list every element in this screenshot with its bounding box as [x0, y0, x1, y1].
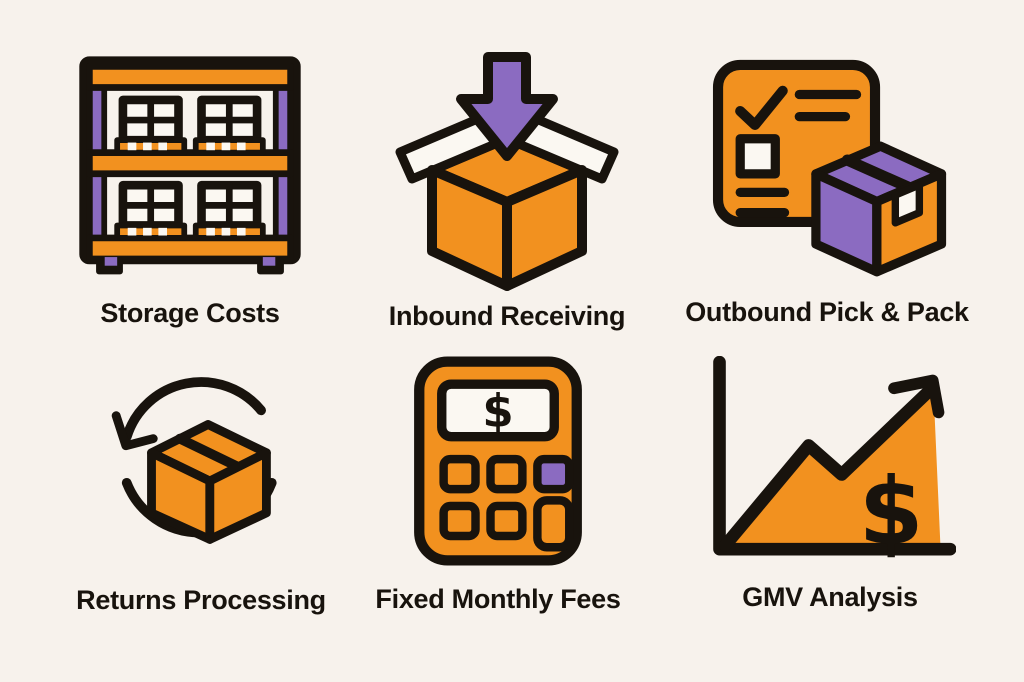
cycle-arrowhead-icon	[111, 411, 158, 451]
feature-label: Fixed Monthly Fees	[375, 584, 621, 614]
checklist-package-icon	[712, 59, 947, 277]
inbound-box-arrow-icon	[395, 52, 619, 291]
trend-line	[719, 385, 935, 552]
rack-beams	[86, 63, 294, 263]
returned-box	[147, 420, 271, 544]
parcel-box	[811, 141, 947, 277]
checkmark-icon	[735, 85, 788, 131]
box-face-right	[502, 165, 587, 291]
calculator-icon: $	[414, 356, 582, 566]
feature-label: GMV Analysis	[742, 582, 918, 612]
down-arrow-icon	[456, 52, 558, 161]
shelf-boxes-top	[114, 95, 266, 156]
chart-dollar-sign: $	[859, 457, 924, 562]
trend-arrowhead-icon	[888, 374, 945, 419]
calculator-buttons	[439, 454, 574, 552]
feature-item-gmv-analysis: $ GMV Analysis	[692, 356, 968, 613]
display-dollar-sign: $	[482, 384, 513, 437]
growth-chart-icon: $	[713, 356, 956, 562]
checkbox-icon	[735, 134, 780, 179]
shelf-boxes-bottom	[114, 180, 266, 241]
storage-rack-icon	[79, 56, 301, 275]
feature-item-inbound-receiving: Inbound Receiving	[378, 46, 636, 332]
feature-item-outbound-pick-pack: Outbound Pick & Pack	[670, 52, 984, 328]
cycle-arc-top	[121, 377, 266, 442]
tall-button	[533, 496, 574, 552]
returns-box-cycle-icon	[111, 377, 277, 544]
feature-item-fixed-monthly-fees: $ Fixed Monthly Fees	[362, 352, 634, 615]
chart-axes	[713, 356, 956, 556]
feature-label: Inbound Receiving	[388, 301, 626, 331]
feature-item-returns-processing: Returns Processing	[36, 366, 366, 616]
parcel-label	[891, 181, 924, 227]
feature-label: Outbound Pick & Pack	[685, 297, 969, 327]
feature-label: Storage Costs	[100, 298, 280, 328]
calculator-display	[437, 379, 559, 442]
feature-label: Returns Processing	[76, 585, 326, 615]
rack-feet	[96, 257, 284, 275]
purple-button	[533, 454, 574, 494]
feature-item-storage-costs: Storage Costs	[50, 52, 330, 329]
